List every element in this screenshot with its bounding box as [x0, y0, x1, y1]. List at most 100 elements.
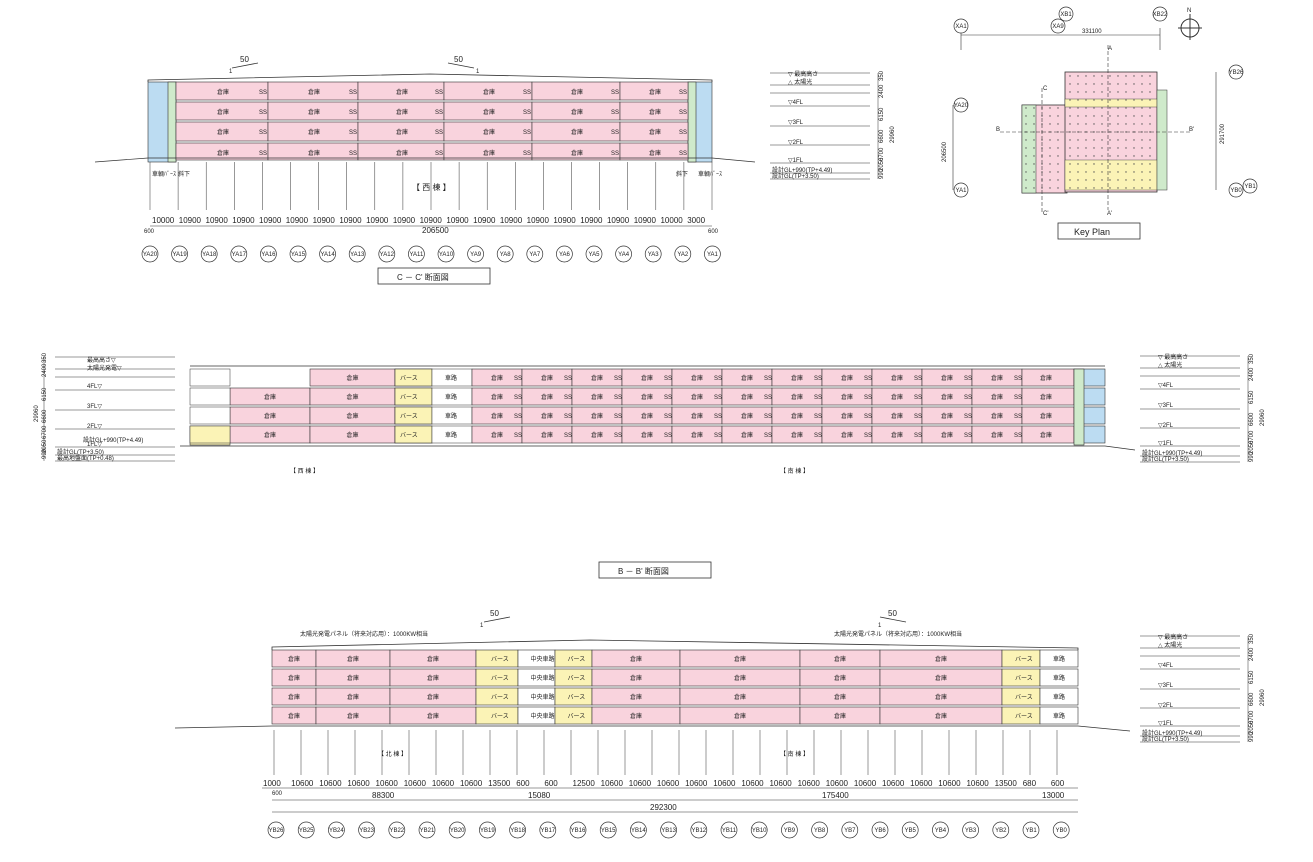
keyplan-column-dot: [1125, 83, 1127, 85]
cc-title: C － C' 断面図: [397, 272, 449, 282]
bb-room-label: 倉庫: [491, 393, 503, 401]
cc-room-label: 倉庫: [649, 149, 661, 157]
bb-level-note: 設計GL+990(TP+4.49): [83, 436, 143, 444]
cc-span-dim: 10900: [580, 216, 603, 225]
cc-ss-label: SS: [259, 130, 267, 136]
cc-right-note: 車輌ﾊﾞｰｽ: [698, 170, 722, 178]
cc-ss-label: SS: [679, 90, 687, 96]
bb-room-label: 倉庫: [591, 431, 603, 439]
keyplan-column-dot: [1141, 187, 1143, 189]
keyplan-column-dot: [1085, 107, 1087, 109]
cc-grid-bubble-label: YA1: [707, 252, 719, 258]
keyplan-column-dot: [1141, 107, 1143, 109]
keyplan-column-dot: [1085, 91, 1087, 93]
keyplan-column-dot: [1025, 147, 1027, 149]
aa-grid-bubble: [358, 821, 375, 839]
bb-stair-right: [1073, 368, 1085, 446]
bb-ss-label: SS: [964, 414, 972, 420]
section-aa-slope-markers: 50 1 50 1: [480, 609, 907, 629]
cc-room-label: 倉庫: [483, 108, 495, 116]
aa-room-label: バース: [491, 656, 509, 663]
bb-ss-label: SS: [514, 395, 522, 401]
level-dim: 350: [1249, 633, 1255, 644]
cc-span-dim: 10900: [313, 216, 336, 225]
cc-ss-label: SS: [259, 151, 267, 157]
keyplan-column-dot: [1077, 155, 1079, 157]
bb-room-label: 倉庫: [491, 431, 503, 439]
bb-room-label: 倉庫: [841, 412, 853, 420]
aa-span-dim: 12500: [573, 779, 596, 788]
keyplan-column-dot: [1101, 155, 1103, 157]
cc-stair-left: [167, 81, 177, 163]
keyplan-column-dot: [1141, 123, 1143, 125]
keyplan-column-dot: [1141, 139, 1143, 141]
cc-grid-bubble: [496, 245, 514, 263]
cc-roof-line: [147, 73, 713, 82]
keyplan-column-dot: [1025, 123, 1027, 125]
bb-level-dim: 6600: [42, 409, 48, 423]
aa-room-label: 倉庫: [347, 674, 359, 682]
bb-room-label: 倉庫: [347, 412, 359, 420]
keyplan-column-dot: [1077, 107, 1079, 109]
keyplan-column-dot: [1069, 123, 1071, 125]
cc-grid-bubble: [319, 245, 336, 263]
cc-grid-bubble-label: YA17: [232, 252, 247, 258]
bb-south-label: 【 南 棟 】: [780, 467, 809, 475]
aa-span-dim: 10600: [769, 779, 792, 788]
aa-grid-bubble-label: YB19: [480, 828, 495, 834]
aa-room-label: 倉庫: [630, 674, 642, 682]
level-dim: 990: [1249, 731, 1255, 742]
aa-grid-bubble: [962, 821, 979, 839]
aa-room-label: 車路: [1053, 655, 1065, 663]
bb-room-label: 倉庫: [691, 431, 703, 439]
cc-span-dim: 10900: [206, 216, 229, 225]
bb-west-end: [189, 425, 231, 444]
keyplan-column-dot: [1069, 179, 1071, 181]
aa-grid-bubble-label: YB5: [905, 828, 917, 834]
aa-room-label: 倉庫: [288, 693, 300, 701]
cc-room-label: 倉庫: [217, 88, 229, 96]
cc-room-label: 倉庫: [308, 88, 320, 96]
aa-slope-label-1: 50: [490, 609, 499, 618]
keyplan-column-dot: [1093, 171, 1095, 173]
keyplan-column-dot: [1101, 179, 1103, 181]
level-label: ▽4FL: [1158, 663, 1174, 669]
aa-grid-bubble: [479, 821, 496, 839]
level-dim: 6600: [879, 129, 885, 143]
cc-ss-label: SS: [349, 151, 357, 157]
aa-grid-bubble: [720, 821, 738, 839]
bb-ss-label: SS: [864, 433, 872, 439]
level-label: ▽4FL: [788, 100, 804, 106]
keyplan-column-dot: [1049, 171, 1051, 173]
cc-room-cell: [619, 81, 689, 101]
aa-span-dim: 10600: [882, 779, 905, 788]
north-label: N: [1187, 8, 1191, 14]
cc-grid-bubble: [378, 245, 396, 263]
keyplan-column-dot: [1109, 179, 1111, 181]
keyplan-column-dot: [1101, 147, 1103, 149]
level-dim: 2400: [879, 84, 885, 98]
cc-slope-label-1: 50: [240, 55, 249, 64]
bb-west-label: 【 西 棟 】: [290, 467, 319, 475]
keyplan-column-dot: [1101, 83, 1103, 85]
aa-grid-bubble: [267, 821, 285, 839]
bb-room-label: 倉庫: [691, 412, 703, 420]
aa-grid-bubble-label: YB11: [722, 828, 737, 834]
cc-room-label: 倉庫: [483, 88, 495, 96]
cc-grid-bubble: [408, 245, 425, 263]
keyplan-column-dot: [1033, 123, 1035, 125]
bb-room-label: 倉庫: [541, 431, 553, 439]
keyplan-cut-b-prime: B': [1189, 127, 1194, 133]
keyplan-column-dot: [1077, 147, 1079, 149]
keyplan-column-dot: [1117, 155, 1119, 157]
bb-ss-label: SS: [514, 414, 522, 420]
keyplan-column-dot: [1077, 91, 1079, 93]
level-dim: 990: [879, 168, 885, 179]
aa-span-dim: 1000: [263, 779, 281, 788]
aa-room-label: 中央車路: [531, 674, 555, 682]
level-label: ▽2FL: [788, 140, 804, 146]
keyplan-column-dot: [1125, 179, 1127, 181]
cc-ss-label: SS: [349, 130, 357, 136]
aa-room-label: 倉庫: [935, 712, 947, 720]
